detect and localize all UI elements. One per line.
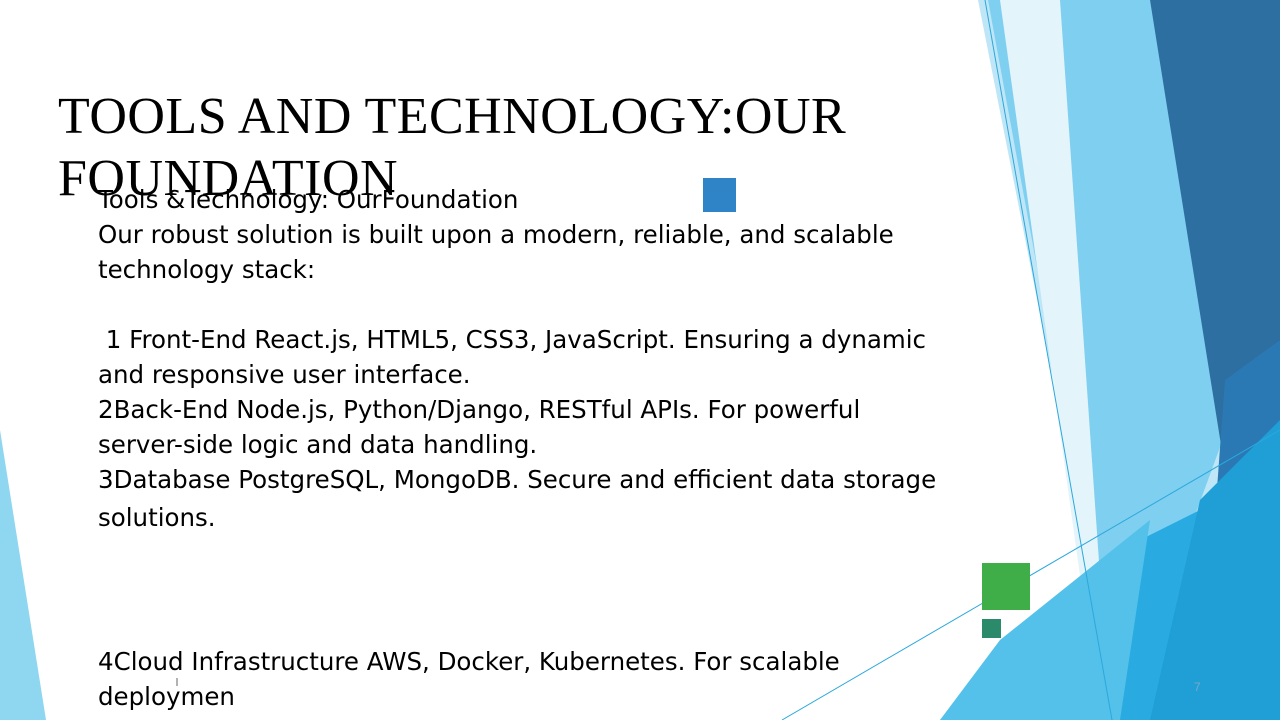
left-edge-shape xyxy=(0,430,46,720)
slide-title: TOOLS AND TECHNOLOGY:OUR FOUNDATION xyxy=(58,88,847,207)
list-item-backend-cont: server-side logic and data handling. xyxy=(98,430,538,459)
list-item-cloud-cont: deploymen xyxy=(98,682,235,711)
right-white-gap xyxy=(1000,0,1110,720)
list-item-frontend: 1 Front-End React.js, HTML5, CSS3, JavaS… xyxy=(98,325,927,354)
list-item-backend: 2Back-End Node.js, Python/Django, RESTfu… xyxy=(98,395,861,424)
diagonal-line xyxy=(781,429,1280,720)
slide-number: 7 xyxy=(1194,680,1201,694)
list-item-frontend-cont: and responsive user interface. xyxy=(98,360,471,389)
body-subheading: Tools &Technology: OurFoundation xyxy=(98,185,519,214)
accent-square-teal xyxy=(982,619,1001,638)
body-intro-line: technology stack: xyxy=(98,255,316,284)
accent-square-green xyxy=(982,563,1030,610)
diagonal-line xyxy=(984,0,1113,720)
spacer xyxy=(98,539,918,644)
slide-body: Tools &Technology: OurFoundation Our rob… xyxy=(98,182,937,714)
spacer xyxy=(98,287,918,322)
list-item-database-cont: solutions. xyxy=(98,503,216,532)
list-item-cloud: 4Cloud Infrastructure AWS, Docker, Kuber… xyxy=(98,647,840,676)
list-item-database: 3Database PostgreSQL, MongoDB. Secure an… xyxy=(98,465,937,494)
bottom-dark-wedge xyxy=(1150,420,1280,720)
body-intro-line: Our robust solution is built upon a mode… xyxy=(98,220,894,249)
bottom-blue-fan-light xyxy=(940,520,1150,720)
right-dark-panel xyxy=(1150,0,1280,470)
accent-square-blue xyxy=(703,178,736,212)
